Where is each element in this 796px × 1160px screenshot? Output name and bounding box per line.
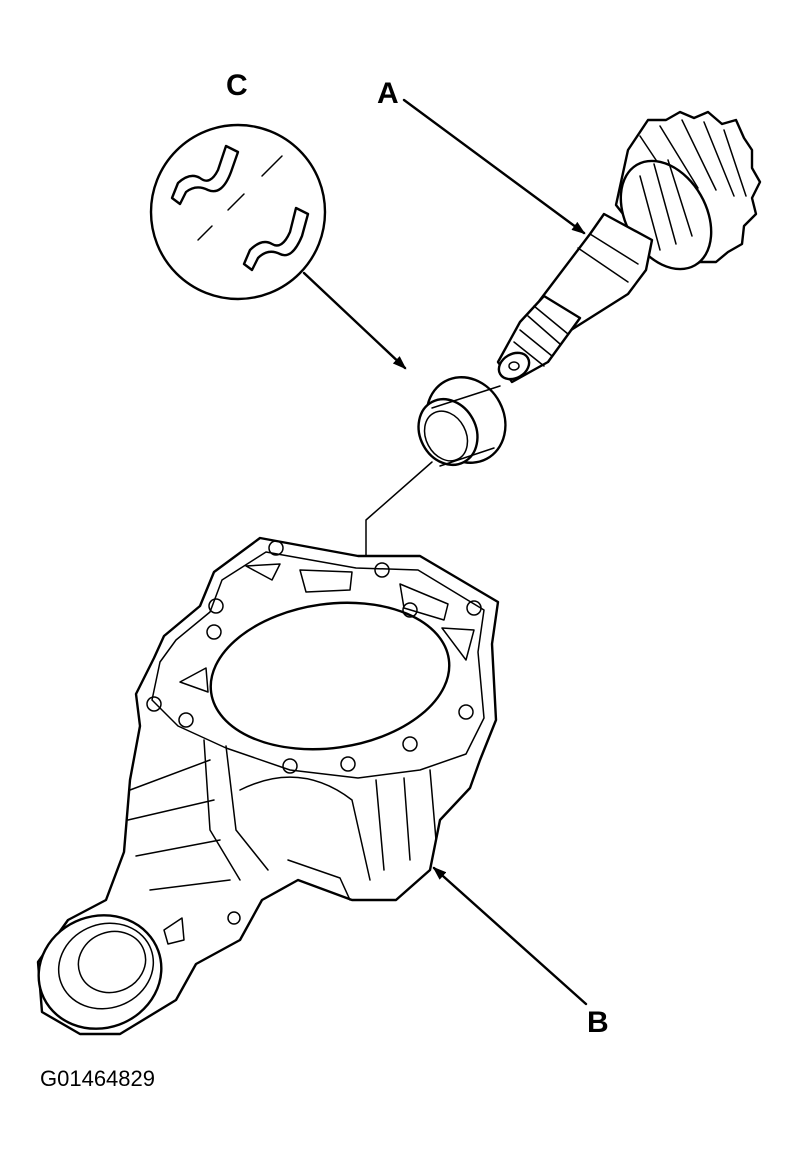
callout-a-arrow [402, 98, 586, 235]
callout-label-a: A [377, 77, 399, 110]
detail-c-arrow [302, 271, 407, 370]
figure-id: G01464829 [40, 1066, 155, 1091]
differential-housing [36, 536, 500, 1036]
oil-seal [417, 376, 507, 467]
pinion-gear-shaft [496, 110, 762, 384]
callout-label-c: C [226, 69, 248, 102]
callout-b-arrow [432, 866, 588, 1006]
callout-label-b: B [587, 1006, 609, 1039]
detail-circle-c [149, 123, 327, 301]
